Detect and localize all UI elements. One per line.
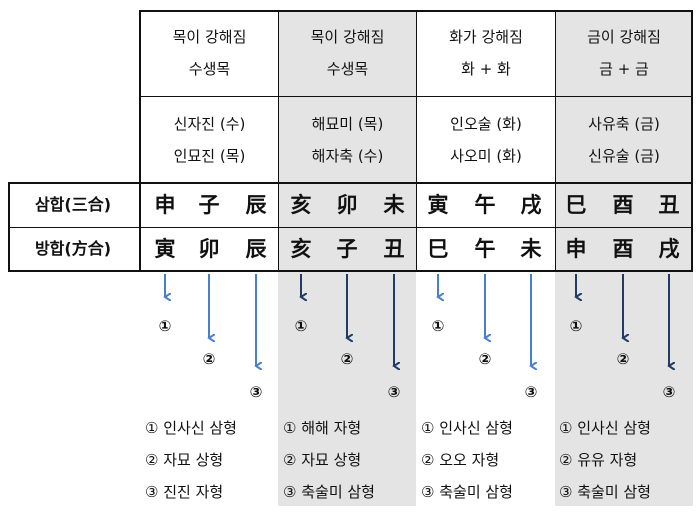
column-title: 화가 강해짐 — [449, 28, 523, 46]
column-subtitle: 수생목 — [326, 60, 369, 78]
column-subtitle: 화 + 화 — [461, 60, 511, 78]
marker-3: ③ — [524, 383, 538, 401]
note-2: ② 유유 자형 — [559, 451, 638, 469]
samhap-char: 酉 — [612, 193, 634, 217]
column-subtitle: 수생목 — [188, 60, 231, 78]
banghap-char: 戌 — [658, 237, 680, 261]
marker-2: ② — [616, 350, 630, 368]
note-1: ① 해해 자형 — [283, 419, 362, 437]
branch-group: 해자축 (수) — [311, 147, 384, 165]
marker-1: ① — [569, 317, 583, 335]
samhap-char: 卯 — [336, 193, 358, 217]
note-1: ① 인사신 삼형 — [559, 419, 651, 437]
note-2: ② 자묘 상형 — [145, 451, 224, 469]
branch-group: 해묘미 (목) — [311, 115, 384, 133]
column-title: 목이 강해짐 — [310, 28, 385, 46]
row-label-banghap: 방합(方合) — [34, 239, 112, 258]
banghap-char: 巳 — [427, 237, 449, 261]
branch-group: 사유축 (금) — [588, 115, 660, 133]
branch-group: 사오미 (화) — [450, 147, 522, 165]
marker-1: ① — [294, 317, 308, 335]
banghap-char: 酉 — [612, 237, 634, 261]
banghap-char: 卯 — [198, 237, 220, 261]
marker-2: ② — [478, 350, 492, 368]
marker-1: ① — [158, 317, 172, 335]
note-3: ③ 축술미 삼형 — [559, 483, 651, 501]
marker-2: ② — [202, 350, 216, 368]
samhap-char: 辰 — [245, 193, 267, 217]
note-3: ③ 진진 자형 — [145, 483, 224, 501]
samhap-char: 子 — [198, 193, 220, 217]
marker-1: ① — [431, 317, 445, 335]
note-2: ② 오오 자형 — [421, 451, 500, 469]
shade-column-2 — [278, 10, 416, 506]
row-label-samhap: 삼합(三合) — [34, 195, 112, 214]
branch-group: 인오술 (화) — [450, 115, 522, 133]
banghap-char: 子 — [336, 237, 358, 261]
column-title: 금이 강해짐 — [587, 28, 661, 46]
samhap-char: 申 — [154, 193, 176, 217]
note-1: ① 인사신 삼형 — [145, 419, 237, 437]
samhap-char: 寅 — [427, 193, 449, 217]
samhap-char: 巳 — [565, 193, 587, 217]
marker-3: ③ — [662, 383, 676, 401]
banghap-char: 寅 — [154, 237, 176, 261]
samhap-char: 午 — [474, 193, 496, 217]
banghap-char: 丑 — [383, 237, 405, 261]
branch-group: 인묘진 (목) — [173, 147, 246, 165]
note-1: ① 인사신 삼형 — [421, 419, 513, 437]
marker-3: ③ — [387, 383, 401, 401]
samhap-char: 丑 — [658, 193, 680, 217]
note-3: ③ 축술미 삼형 — [283, 483, 375, 501]
note-3: ③ 축술미 삼형 — [421, 483, 513, 501]
branch-group: 신자진 (수) — [173, 115, 246, 133]
shade-column-4 — [555, 10, 693, 506]
banghap-char: 申 — [565, 237, 587, 261]
banghap-char: 亥 — [290, 237, 312, 261]
column-title: 목이 강해짐 — [172, 28, 247, 46]
branch-group: 신유술 (금) — [588, 147, 660, 165]
note-2: ② 자묘 상형 — [283, 451, 362, 469]
banghap-char: 未 — [520, 237, 542, 261]
column-subtitle: 금 + 금 — [599, 60, 649, 78]
marker-3: ③ — [249, 383, 263, 401]
banghap-char: 午 — [474, 237, 496, 261]
samhap-char: 亥 — [290, 193, 312, 217]
samhap-char: 未 — [383, 193, 405, 217]
samhap-char: 戌 — [520, 193, 542, 217]
banghap-char: 辰 — [245, 237, 267, 261]
marker-2: ② — [340, 350, 354, 368]
